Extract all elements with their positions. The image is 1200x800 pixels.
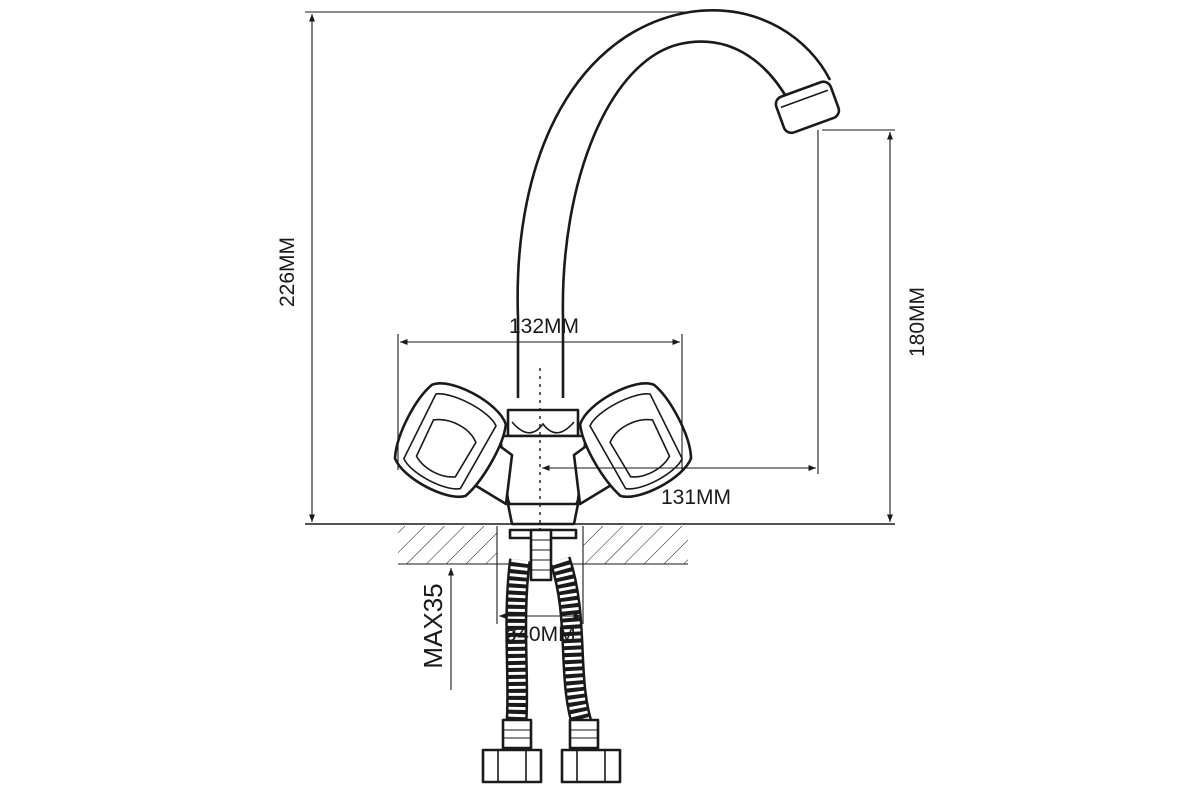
- spout-reach-label: 131MM: [661, 486, 731, 509]
- left-handle-knob: [393, 382, 508, 499]
- left-hose-nut: [481, 748, 543, 784]
- hole-diameter-label: ø40MM: [504, 623, 575, 646]
- total-height-label: 226MM: [276, 237, 299, 307]
- right-hose-nut: [560, 748, 622, 784]
- mounting-hardware: [508, 528, 578, 582]
- dimension-total-height: 226MM: [276, 11, 690, 522]
- dimension-max-thickness: MAX35: [418, 568, 455, 690]
- handle-span-label: 132MM: [509, 315, 579, 338]
- spout: [516, 9, 841, 398]
- spout-height-label: 180MM: [906, 287, 929, 357]
- max-thickness-label: MAX35: [418, 583, 448, 668]
- dimension-spout-height: 180MM: [822, 129, 929, 522]
- faucet-body: [498, 408, 588, 526]
- dimension-hole-diameter: ø40MM: [496, 564, 584, 646]
- body-base: [506, 502, 580, 526]
- aerator: [774, 80, 841, 135]
- flexible-hoses: [481, 556, 622, 784]
- left-valve-handle: [393, 382, 514, 506]
- dimension-spout-reach: 131MM: [542, 130, 819, 509]
- dimension-handle-span: 132MM: [397, 315, 683, 470]
